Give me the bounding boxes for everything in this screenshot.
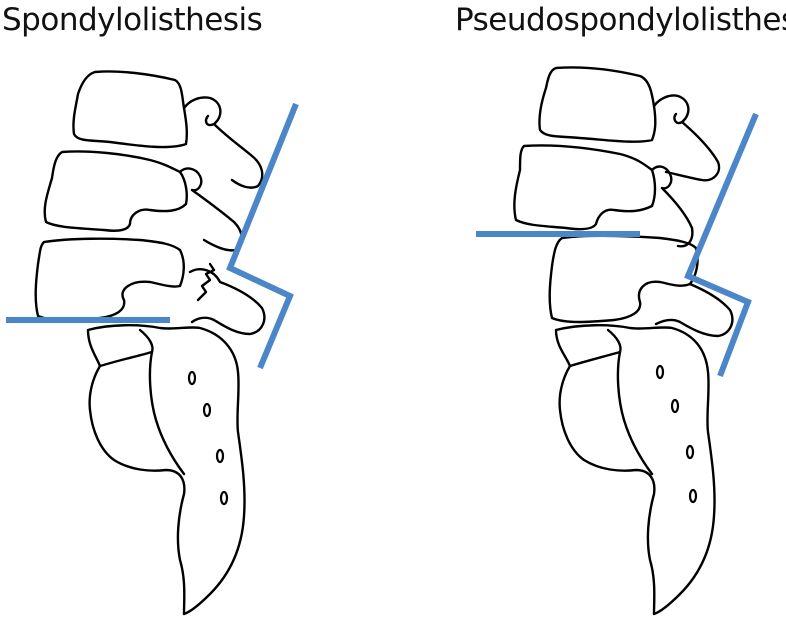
sacrum-ala-line-right [568, 350, 654, 476]
sacrum-outline-right [554, 324, 716, 616]
sacrum-ala-line [98, 350, 186, 476]
vertebra-l3-facet-right [652, 94, 721, 182]
vertebra-l3-facet [182, 96, 264, 189]
sacral-foramen-3-right [685, 444, 695, 460]
sacral-foramen-3 [215, 448, 225, 464]
pseudospondylolisthesis-title: Pseudospondylolisthesis [455, 2, 786, 38]
vertebra-l5-body [34, 237, 185, 322]
vertebra-l5-posterior [188, 268, 266, 336]
pars-fracture-zigzag [196, 262, 216, 302]
vertebra-l4-facet-right [650, 165, 694, 248]
spondylolisthesis-illustration [6, 70, 299, 616]
vertebra-l4-body [43, 150, 188, 232]
sacral-foramen-1 [187, 370, 197, 386]
vertebra-l4-body-right [513, 144, 657, 231]
alignment-guide-line-posterior [226, 102, 299, 370]
vertebra-l3-body-right [538, 66, 657, 143]
sacral-foramen-2-right [670, 398, 680, 414]
sacral-foramen-2 [202, 402, 212, 418]
spondylolisthesis-title: Spondylolisthesis [2, 2, 263, 38]
sacral-foramen-4-right [688, 488, 698, 504]
vertebra-l5-posterior-right [654, 282, 734, 338]
sacral-foramen-4 [219, 490, 229, 506]
sacrum-outline [86, 324, 246, 616]
sacrum-s1-line-right [606, 328, 622, 354]
vertebra-l3-body [72, 70, 189, 149]
sacrum-s1-line [138, 328, 154, 354]
vertebra-l5-body-right [548, 234, 699, 324]
sacral-foramen-1-right [655, 364, 665, 380]
alignment-guide-line-posterior-right [684, 112, 759, 378]
pseudospondylolisthesis-illustration [476, 66, 759, 616]
